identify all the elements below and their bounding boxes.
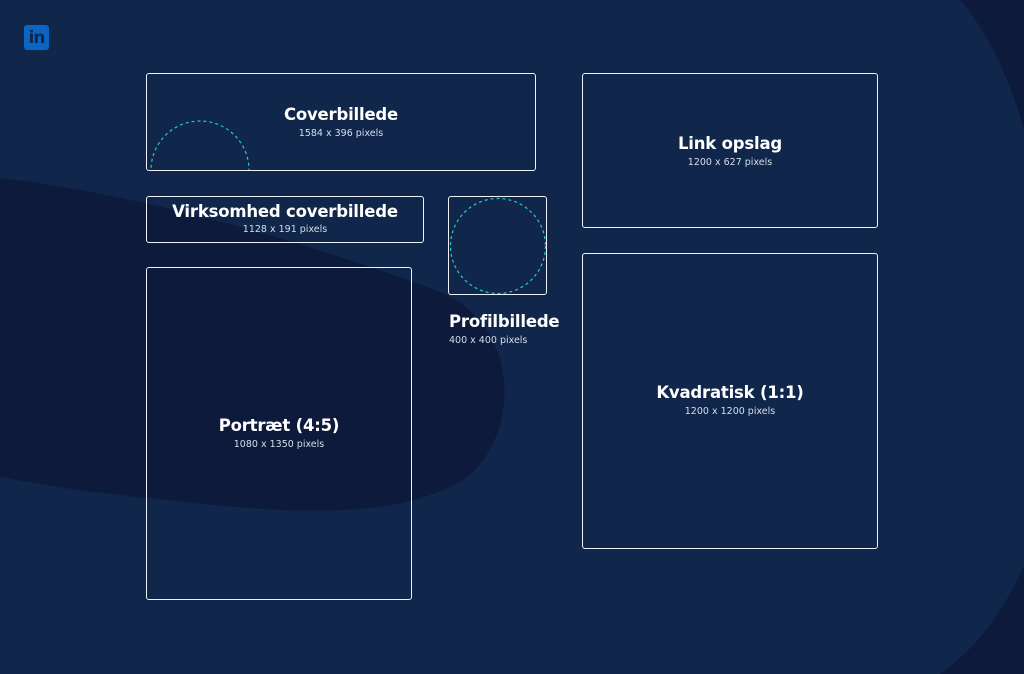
company-cover-frame: Virksomhed coverbillede 1128 x 191 pixel… — [146, 196, 424, 243]
cover-image-frame: Coverbillede 1584 x 396 pixels — [146, 73, 536, 171]
cover-title: Coverbillede — [283, 105, 399, 124]
profile-size: 400 x 400 pixels — [449, 335, 528, 346]
left-dark-blob — [0, 178, 505, 511]
profile-dashed-circle — [449, 197, 546, 294]
link-post-size: 1200 x 627 pixels — [687, 157, 773, 168]
profile-image-frame — [448, 196, 547, 295]
linkedin-logo-icon: in — [24, 25, 49, 50]
portrait-frame: Portræt (4:5) 1080 x 1350 pixels — [146, 267, 412, 600]
square-title: Kvadratisk (1:1) — [656, 383, 804, 402]
portrait-title: Portræt (4:5) — [218, 416, 340, 435]
cover-size: 1584 x 396 pixels — [298, 128, 384, 139]
logo-text: in — [28, 27, 46, 48]
company-cover-title: Virksomhed coverbillede — [172, 202, 398, 221]
link-post-title: Link opslag — [677, 134, 782, 153]
portrait-size: 1080 x 1350 pixels — [233, 439, 325, 450]
company-cover-size: 1128 x 191 pixels — [242, 224, 328, 235]
square-frame: Kvadratisk (1:1) 1200 x 1200 pixels — [582, 253, 878, 549]
square-size: 1200 x 1200 pixels — [684, 406, 776, 417]
top-right-dark-curve — [960, 0, 1024, 130]
profile-title: Profilbillede — [449, 312, 560, 331]
cover-dashed-circle — [150, 120, 250, 170]
link-post-frame: Link opslag 1200 x 627 pixels — [582, 73, 878, 228]
bottom-right-dark-curve — [940, 565, 1024, 674]
